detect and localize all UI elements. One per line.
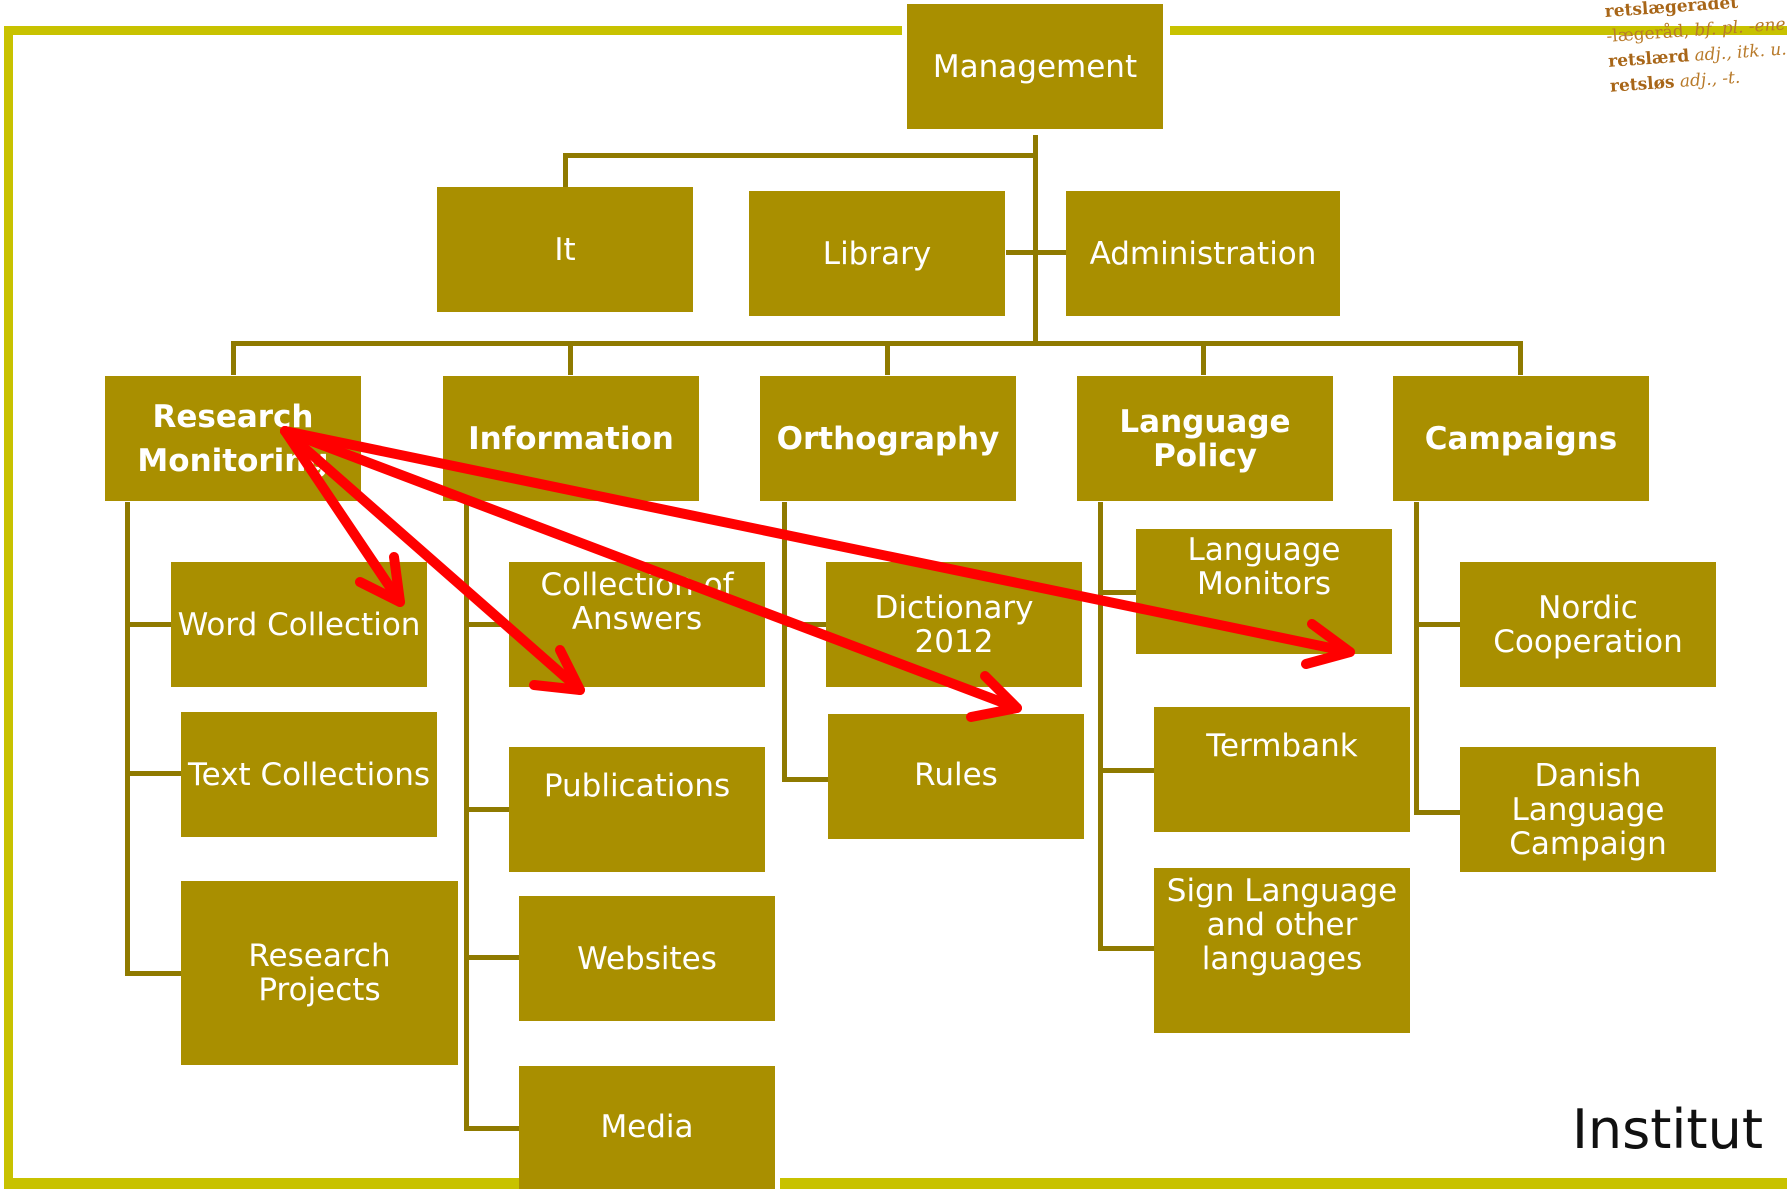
- frame-left: [4, 26, 13, 1189]
- box-websites-label: Websites: [577, 940, 717, 977]
- connector-branch-publications: [464, 807, 510, 812]
- box-nordic-cooperation: Nordic Cooperation: [1460, 562, 1716, 687]
- box-library-label: Library: [822, 235, 932, 272]
- connector-branch-nordic: [1414, 622, 1460, 627]
- box-sign-language-line3: languages: [1201, 941, 1363, 977]
- box-campaigns: Campaigns: [1393, 376, 1649, 501]
- box-danish-language-campaign-line2: Campaign: [1509, 825, 1667, 862]
- connector-drop-information: [568, 341, 573, 375]
- connector-branch-danish-campaign: [1414, 810, 1460, 815]
- box-research-monitoring: Research Monitoring: [105, 376, 361, 501]
- box-library: Library: [749, 191, 1005, 316]
- box-termbank: Termbank: [1154, 707, 1410, 832]
- box-research-projects-label: Research Projects: [248, 938, 391, 1008]
- connector-branch-word-collection: [125, 622, 171, 627]
- connector-spine-campaigns: [1414, 502, 1419, 815]
- box-text-collections: Text Collections: [181, 712, 437, 837]
- connector-branch-sign-language: [1098, 946, 1154, 951]
- box-language-monitors-line1: Language: [1187, 532, 1341, 568]
- footer-institut: Institut: [1571, 1098, 1763, 1161]
- connector-it-bar: [563, 153, 1038, 158]
- connector-departments-bar: [231, 341, 1523, 346]
- box-termbank-label: Termbank: [1206, 728, 1358, 764]
- box-management-label: Management: [932, 48, 1138, 85]
- frame-bottom-left: [4, 1178, 524, 1189]
- connector-spine-language-policy: [1098, 502, 1103, 951]
- box-management: Management: [907, 4, 1163, 129]
- frame-bottom-right: [780, 1178, 1787, 1189]
- box-danish-language-campaign: Danish Language Campaign: [1460, 747, 1716, 872]
- connector-it-drop: [563, 153, 568, 187]
- box-media-label: Media: [600, 1109, 694, 1145]
- connector-branch-termbank: [1098, 768, 1154, 773]
- box-campaigns-label: Campaigns: [1424, 420, 1618, 457]
- box-sign-language-line2: and other: [1206, 907, 1358, 943]
- box-orthography: Orthography: [760, 376, 1016, 501]
- connector-management-trunk: [1033, 135, 1038, 345]
- box-collection-of-answers-line2: Answers: [571, 601, 703, 637]
- connector-drop-orthography: [885, 341, 890, 375]
- box-word-collection: Word Collection: [171, 562, 427, 687]
- box-orthography-label: Orthography: [776, 420, 1000, 457]
- connector-branch-research-projects: [125, 971, 181, 976]
- connector-branch-text-collections: [125, 771, 181, 776]
- box-language-monitors: Language Monitors: [1136, 529, 1392, 654]
- connector-spine-information: [464, 502, 469, 1131]
- box-language-policy-label: Language Policy: [1119, 403, 1291, 474]
- box-administration-label: Administration: [1089, 235, 1317, 272]
- box-danish-language-campaign-line1: Danish Language: [1511, 757, 1665, 828]
- connector-branch-collection-answers: [464, 622, 510, 627]
- dictionary-snippet: retslægerådet -lægeråd, bf. pl. -ene ret…: [1604, 0, 1787, 97]
- box-websites: Websites: [519, 896, 775, 1021]
- box-research-monitoring-line2: Monitoring: [137, 442, 329, 479]
- connector-drop-research: [231, 341, 236, 375]
- box-research-projects: Research Projects: [181, 881, 458, 1065]
- frame-top-right: [1170, 26, 1787, 35]
- connector-branch-language-monitors: [1098, 590, 1136, 595]
- box-publications: Publications: [509, 747, 765, 872]
- box-language-monitors-line2: Monitors: [1197, 566, 1331, 602]
- box-language-policy: Language Policy: [1077, 376, 1333, 501]
- connector-branch-dictionary: [782, 622, 826, 627]
- connector-spine-orthography: [782, 502, 787, 782]
- box-it: It: [437, 187, 693, 312]
- box-publications-label: Publications: [543, 768, 731, 804]
- connector-branch-rules: [782, 777, 828, 782]
- box-administration: Administration: [1066, 191, 1340, 316]
- box-nordic-cooperation-line2: Cooperation: [1493, 623, 1683, 660]
- connector-drop-campaigns: [1518, 341, 1523, 375]
- box-media: Media: [519, 1066, 775, 1189]
- box-dictionary-2012: Dictionary 2012: [826, 562, 1082, 687]
- connector-drop-language-policy: [1201, 341, 1206, 375]
- box-rules: Rules: [828, 714, 1084, 839]
- connector-spine-research: [125, 502, 130, 976]
- box-information: Information: [443, 376, 699, 501]
- box-research-monitoring-line1: Research: [152, 398, 314, 435]
- box-collection-of-answers: Collection of Answers: [509, 562, 765, 687]
- box-text-collections-label: Text Collections: [187, 756, 431, 793]
- box-nordic-cooperation-line1: Nordic: [1538, 589, 1638, 626]
- box-rules-label: Rules: [914, 757, 998, 793]
- box-information-label: Information: [468, 420, 674, 457]
- connector-library-stub: [1006, 250, 1068, 255]
- frame-top-left: [4, 26, 902, 35]
- box-dictionary-2012-label: Dictionary 2012: [874, 589, 1034, 660]
- box-it-label: It: [554, 231, 576, 268]
- box-collection-of-answers-line1: Collection of: [540, 567, 734, 603]
- box-sign-language-line1: Sign Language: [1166, 873, 1398, 909]
- box-sign-language: Sign Language and other languages: [1154, 868, 1410, 1033]
- connector-branch-websites: [464, 955, 520, 960]
- connector-branch-media: [464, 1126, 520, 1131]
- box-word-collection-label: Word Collection: [177, 606, 421, 643]
